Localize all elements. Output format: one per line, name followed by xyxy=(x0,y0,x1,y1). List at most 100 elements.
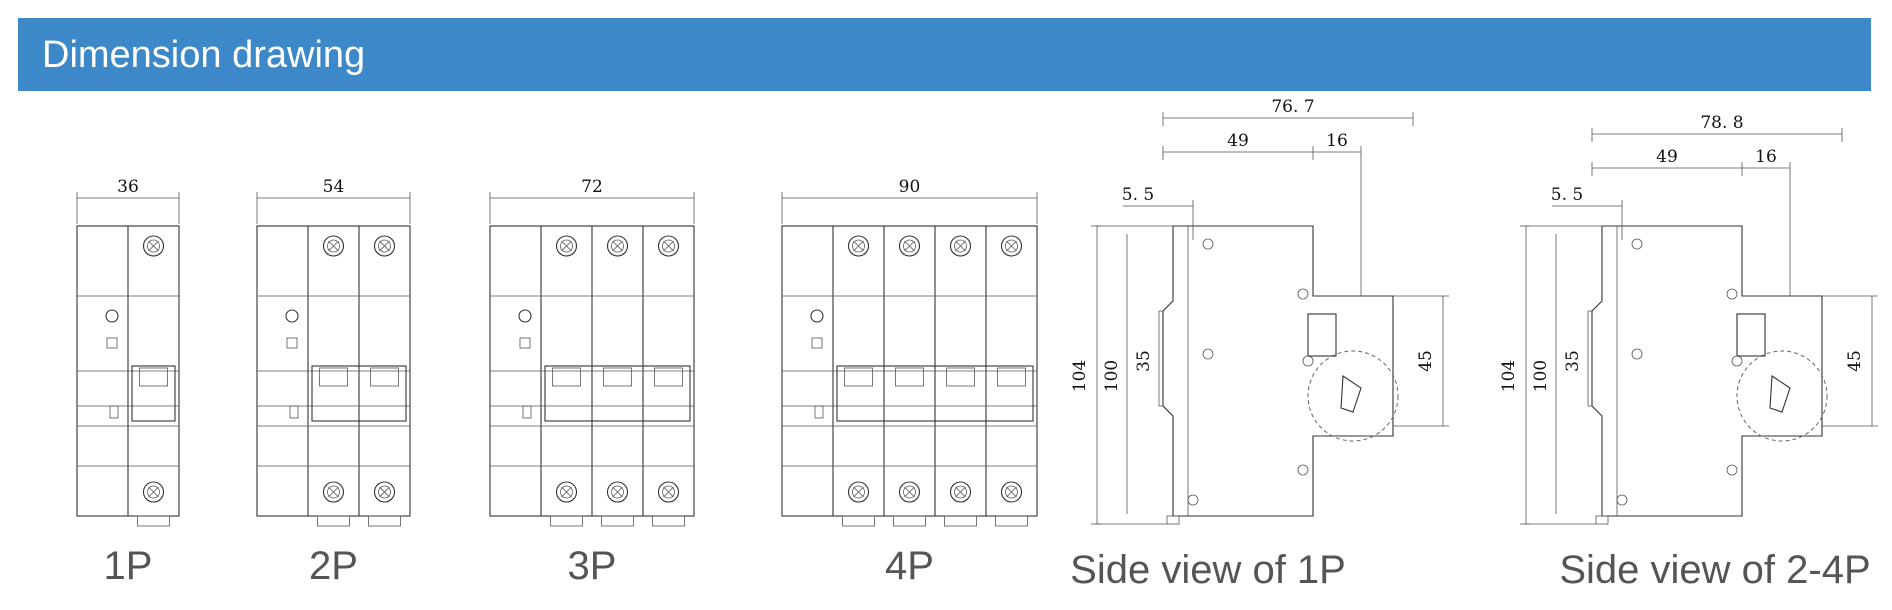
front-view-2p: 54 2P xyxy=(256,177,411,588)
height-100-label: 100 xyxy=(1102,360,1122,392)
rivet-icon xyxy=(1297,288,1309,300)
terminal-screw-icon xyxy=(949,235,972,257)
din-clip xyxy=(842,515,875,527)
handle-tab xyxy=(552,367,581,387)
handle-tab xyxy=(946,367,975,387)
terminal-screw-icon xyxy=(142,235,165,257)
height-104-label: 104 xyxy=(1499,360,1519,392)
terminal-screw-icon xyxy=(847,481,870,503)
depth-16-label: 16 xyxy=(1326,131,1348,151)
din-clip xyxy=(550,515,583,527)
view-caption: Side view of 1P xyxy=(1070,548,1346,592)
window-icon xyxy=(286,337,298,349)
depth-16-label: 16 xyxy=(1755,147,1777,167)
rivet-icon xyxy=(1302,355,1314,367)
toggle-lever-icon xyxy=(1769,375,1791,413)
terminal-screw-icon xyxy=(657,235,680,257)
view-caption: 4P xyxy=(885,544,934,588)
handle-tab xyxy=(139,367,168,387)
terminal-screw-icon xyxy=(606,481,629,503)
terminal-screw-icon xyxy=(142,481,165,503)
toggle-lever-icon xyxy=(1340,375,1362,413)
handle-tab xyxy=(370,367,399,387)
rivet-icon xyxy=(1616,494,1628,506)
rivet-icon xyxy=(1187,494,1199,506)
window-icon xyxy=(522,405,532,419)
din-foot xyxy=(1595,515,1609,525)
handle-tab xyxy=(895,367,924,387)
din-clip xyxy=(995,515,1028,527)
height-35-label: 35 xyxy=(1563,350,1583,372)
rivet-icon xyxy=(1202,238,1214,250)
terminal-screw-icon xyxy=(898,235,921,257)
din-clip xyxy=(652,515,685,527)
window-icon xyxy=(106,337,118,349)
front-view-1p: 36 1P xyxy=(76,177,180,588)
terminal-screw-icon xyxy=(898,481,921,503)
height-35-label: 35 xyxy=(1134,350,1154,372)
rivet-icon xyxy=(1297,464,1309,476)
terminal-screw-icon xyxy=(555,235,578,257)
indicator-icon xyxy=(810,309,824,323)
terminal-screw-icon xyxy=(847,235,870,257)
width-label: 54 xyxy=(323,177,345,197)
handle-swing-arc xyxy=(1307,350,1399,442)
page-title: Dimension drawing xyxy=(42,34,366,76)
handle-icon xyxy=(1736,313,1766,357)
view-caption: 2P xyxy=(309,544,358,588)
din-foot xyxy=(1166,515,1180,525)
din-clip xyxy=(601,515,634,527)
handle-tab xyxy=(319,367,348,387)
terminal-screw-icon xyxy=(322,235,345,257)
handle-bar xyxy=(836,365,1034,422)
width-label: 36 xyxy=(117,177,139,197)
side-body-outline xyxy=(1591,225,1823,517)
indicator-icon xyxy=(285,309,299,323)
front-view-3p: 72 3P xyxy=(489,177,695,588)
terminal-screw-icon xyxy=(373,235,396,257)
front-views: 36 1P 54 2P 72 3P 90 4P xyxy=(76,177,1038,588)
terminal-screw-icon xyxy=(1000,235,1023,257)
rivet-icon xyxy=(1631,348,1643,360)
view-caption: 3P xyxy=(568,544,617,588)
terminal-screw-icon xyxy=(657,481,680,503)
terminal-screw-icon xyxy=(1000,481,1023,503)
height-100-label: 100 xyxy=(1531,360,1551,392)
width-label: 90 xyxy=(899,177,921,197)
rivet-icon xyxy=(1631,238,1643,250)
rivet-icon xyxy=(1726,464,1738,476)
header-bar: Dimension drawing xyxy=(18,18,1871,91)
side-body-outline xyxy=(1162,225,1394,517)
terminal-screw-icon xyxy=(555,481,578,503)
height-104-label: 104 xyxy=(1070,360,1090,392)
handle-bar xyxy=(544,365,691,422)
din-clip xyxy=(317,515,350,527)
view-caption: 1P xyxy=(104,544,153,588)
window-icon xyxy=(109,405,119,419)
handle-tab xyxy=(603,367,632,387)
indicator-icon xyxy=(105,309,119,323)
front-view-4p: 90 4P xyxy=(781,177,1038,588)
terminal-screw-icon xyxy=(373,481,396,503)
rivet-icon xyxy=(1202,348,1214,360)
handle-tab xyxy=(844,367,873,387)
din-clip xyxy=(944,515,977,527)
window-icon xyxy=(519,337,531,349)
handle-swing-arc xyxy=(1736,350,1828,442)
width-label: 72 xyxy=(581,177,603,197)
handle-tab xyxy=(654,367,683,387)
depth-49-label: 49 xyxy=(1656,147,1678,167)
terminal-screw-icon xyxy=(322,481,345,503)
overall-depth-label: 76. 7 xyxy=(1271,97,1314,117)
handle-bar xyxy=(131,365,176,422)
handle-icon xyxy=(1307,313,1337,357)
view-caption: Side view of 2-4P xyxy=(1559,548,1870,592)
depth-49-label: 49 xyxy=(1227,131,1249,151)
height-45-label: 45 xyxy=(1416,350,1436,372)
overall-depth-label: 78. 8 xyxy=(1700,113,1743,133)
handle-tab xyxy=(997,367,1026,387)
window-icon xyxy=(811,337,823,349)
